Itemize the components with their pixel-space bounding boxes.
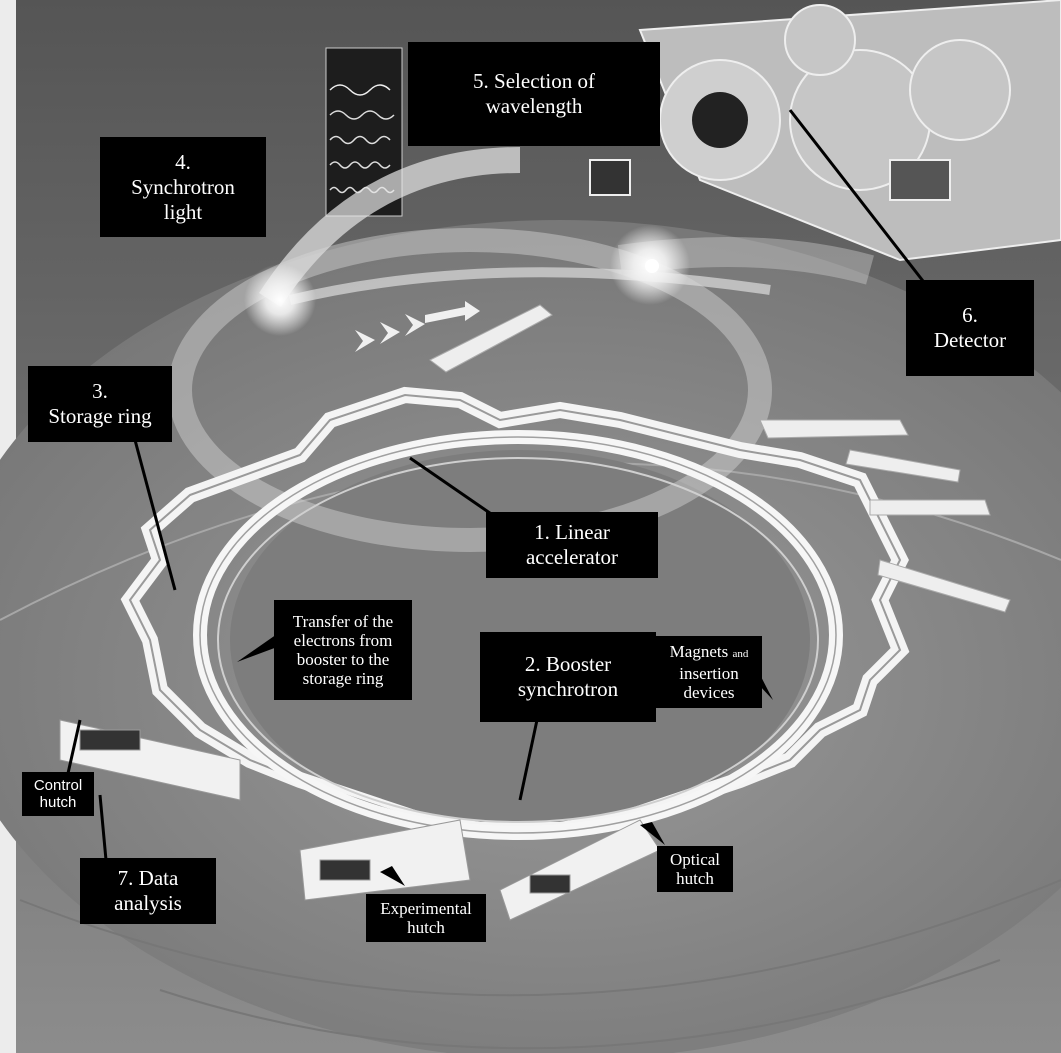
label-eh-line2: hutch xyxy=(407,918,445,937)
label-control-hutch: Control hutch xyxy=(22,772,94,816)
label-storage-ring: 3. Storage ring xyxy=(28,366,172,442)
label-ch-line2: hutch xyxy=(40,794,77,811)
label-mag-line1b: and xyxy=(732,648,748,660)
label-data-analysis: 7. Data analysis xyxy=(80,858,216,924)
label-oh-line1: Optical xyxy=(670,850,720,869)
label-tr-line2: electrons from xyxy=(294,631,393,650)
flash-left xyxy=(244,264,316,336)
label-experimental-hutch: Experimental hutch xyxy=(366,894,486,942)
label-synchrotron-light: 4. Synchrotron light xyxy=(100,137,266,237)
label-det-line1: 6. xyxy=(962,303,978,328)
label-optical-hutch: Optical hutch xyxy=(657,846,733,892)
label-la-line1: 1. Linear xyxy=(534,520,610,545)
label-sl-line1: 4. xyxy=(175,150,191,175)
label-tr-line1: Transfer of the xyxy=(293,612,393,631)
label-magnets: Magnets and insertion devices xyxy=(656,636,762,708)
label-eh-line1: Experimental xyxy=(380,899,472,918)
label-selection-line1: 5. Selection of xyxy=(473,69,595,94)
label-det-line2: Detector xyxy=(934,328,1006,353)
label-selection-of-wavelength: 5. Selection of wavelength xyxy=(408,42,660,146)
label-bs-line2: synchrotron xyxy=(518,677,618,702)
label-transfer: Transfer of the electrons from booster t… xyxy=(274,600,412,700)
label-da-line1: 7. Data xyxy=(118,866,179,891)
label-detector: 6. Detector xyxy=(906,280,1034,376)
label-mag-line3: devices xyxy=(684,683,735,702)
label-sr-line1: 3. xyxy=(92,379,108,404)
label-bs-line1: 2. Booster xyxy=(525,652,611,677)
label-la-line2: accelerator xyxy=(526,545,618,570)
label-ch-line1: Control xyxy=(34,777,82,794)
label-oh-line2: hutch xyxy=(676,869,714,888)
label-sl-line2: Synchrotron xyxy=(131,175,235,200)
label-linear-accelerator: 1. Linear accelerator xyxy=(486,512,658,578)
label-tr-line3: booster to the xyxy=(297,650,390,669)
label-mag-line2: insertion xyxy=(679,664,739,683)
label-mag-line1: Magnets and xyxy=(670,642,749,664)
label-selection-line2: wavelength xyxy=(486,94,583,119)
label-booster-synchrotron: 2. Booster synchrotron xyxy=(480,632,656,722)
label-da-line2: analysis xyxy=(114,891,182,916)
label-mag-line1a: Magnets xyxy=(670,642,729,661)
label-sr-line2: Storage ring xyxy=(48,404,151,429)
label-tr-line4: storage ring xyxy=(303,669,384,688)
label-sl-line3: light xyxy=(164,200,203,225)
